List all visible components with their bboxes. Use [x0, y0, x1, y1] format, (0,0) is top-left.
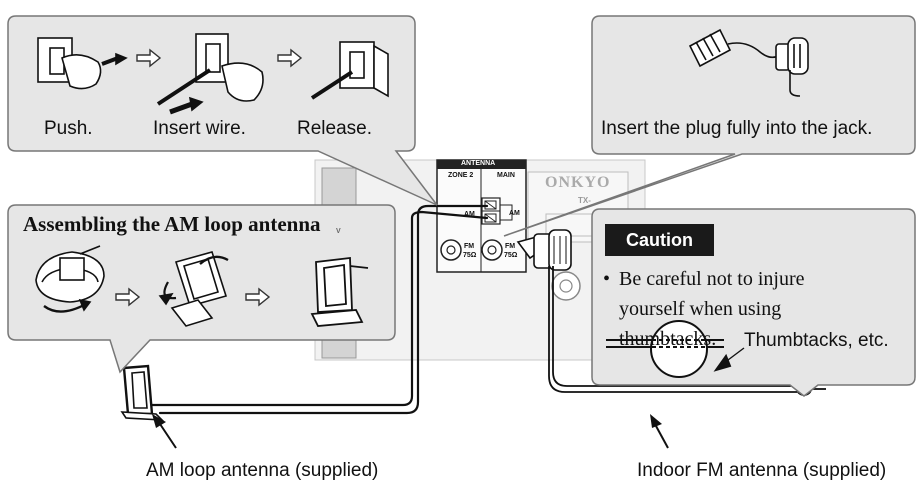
am-loop-antenna [120, 364, 165, 421]
thumbtack-illustration [606, 320, 745, 378]
antenna-panel-header: ANTENNA [461, 160, 496, 167]
v-jack-label: V [336, 228, 341, 235]
am-assembly-callout [7, 204, 396, 374]
model-label: TX- [578, 196, 591, 205]
am-terminal-label-main: AM [509, 210, 520, 217]
release-step-illustration [310, 41, 389, 100]
step-release-label: Release. [297, 118, 372, 139]
am-antenna-label: AM loop antenna (supplied) [146, 460, 379, 481]
am-base-illustration [35, 245, 105, 313]
fm-plug-callout [503, 15, 916, 237]
fm-ohm-label-main: 75Ω [504, 252, 518, 259]
caution-badge: Caution [605, 224, 714, 256]
insert-wire-step-illustration [156, 33, 264, 115]
am-antenna-cable [144, 204, 489, 415]
caution-message: Be careful not to injure yourself when u… [619, 268, 805, 350]
fm-ohm-label-zone2: 75Ω [463, 252, 477, 259]
fm-antenna-plug [516, 229, 572, 271]
am-assembly-title: Assembling the AM loop antenna [23, 212, 321, 236]
am-terminal-label: AM [464, 211, 475, 218]
caution-text-block: • Be careful not to injure yourself when… [603, 264, 903, 354]
zone2-label: ZONE 2 [448, 172, 474, 179]
push-step-illustration [37, 37, 128, 90]
step-push-label: Push. [44, 118, 93, 139]
am-label-pointer [152, 414, 177, 449]
am-loop-rotate-illustration [158, 251, 229, 327]
main-label: MAIN [497, 172, 515, 179]
fm-plug-instruction: Insert the plug fully into the jack. [601, 118, 873, 139]
antenna-terminal-panel [436, 159, 527, 273]
thumbtack-label: Thumbtacks, etc. [744, 330, 889, 351]
fm-antenna-label: Indoor FM antenna (supplied) [637, 460, 887, 481]
push-terminal-callout [7, 15, 438, 206]
caution-bullet: • [603, 268, 611, 290]
step-insert-wire-label: Insert wire. [153, 118, 246, 139]
fm-jack-label-main: FM [505, 243, 516, 250]
fm-antenna-illustration [688, 28, 809, 97]
am-assembled-illustration [310, 256, 369, 327]
brand-logo: ONKYO [545, 174, 611, 191]
fm-label-pointer [650, 414, 669, 449]
fm-jack-label-zone2: FM [464, 243, 475, 250]
